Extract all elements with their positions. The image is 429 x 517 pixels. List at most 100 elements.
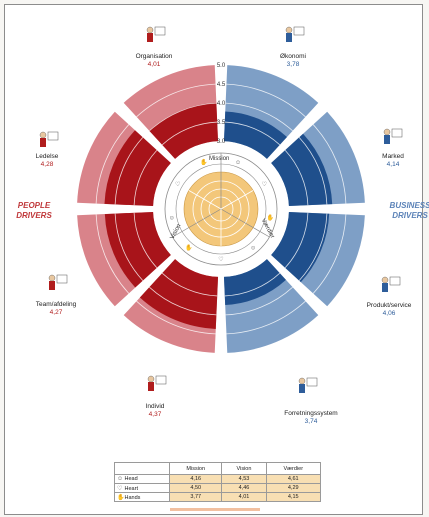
- segment-gridline: [225, 286, 293, 316]
- ring-glyph-icon: ☺: [169, 216, 175, 222]
- core-divider: [188, 190, 222, 210]
- table-cell: 4,15: [265, 492, 322, 502]
- table-row: ✋ Hands 3,77 4,01 4,15: [114, 492, 322, 502]
- segment-label: Marked: [382, 153, 404, 160]
- table-header-cell: Vision: [221, 462, 267, 475]
- table-cell: 4,01: [221, 492, 267, 502]
- segment-gridline: [298, 137, 328, 205]
- segment-gridline: [136, 300, 216, 335]
- row-label-text: Hands: [124, 494, 141, 501]
- segment-gridline: [284, 212, 309, 269]
- segment-value: 4,27: [50, 309, 63, 316]
- segment-bar: [139, 259, 219, 329]
- segment-gridline: [136, 83, 216, 118]
- table-cell: 4,61: [265, 474, 322, 484]
- ring-glyph-icon: ✋: [266, 214, 273, 222]
- business-system-icon: [298, 377, 318, 393]
- segment-value: 3,78: [287, 61, 300, 68]
- segment-gridline: [224, 272, 281, 297]
- segment-label: Team/afdeling: [36, 301, 77, 308]
- ring-glyph-icon: ☺: [235, 160, 241, 166]
- segment-gridline: [225, 102, 293, 132]
- segment-label: Forretningssystem: [284, 410, 337, 417]
- table-cell: 3,77: [168, 492, 223, 502]
- table-cell: 4,53: [221, 474, 267, 484]
- table-header-row: Mission Vision Værdier: [114, 462, 322, 475]
- table-row: ♡ Heart 4,50 4,46 4,29: [114, 483, 322, 493]
- ring-glyph-icon: ♡: [262, 181, 267, 188]
- segment-gridline: [298, 213, 328, 281]
- row-label-text: Heart: [124, 485, 138, 492]
- hands-icon: ✋: [117, 494, 125, 501]
- segment-label: Ledelse: [36, 153, 59, 160]
- segment-value: 4,06: [383, 310, 396, 317]
- table-row-label: ♡ Heart: [114, 483, 170, 493]
- segment-value: 3,74: [305, 418, 318, 425]
- segment-bar: [223, 259, 286, 306]
- segment-gridline: [312, 124, 347, 204]
- segment-gridline: [224, 121, 281, 146]
- segment-value: 4,14: [387, 161, 400, 168]
- core-divider: [172, 208, 222, 238]
- segment-gridline: [114, 137, 144, 205]
- product-service-icon: [381, 276, 401, 292]
- segment-value: 4,37: [149, 411, 162, 418]
- segment-label: Organisation: [136, 53, 173, 60]
- business-drivers-label: DRIVERS: [392, 211, 428, 220]
- individual-icon: [147, 375, 167, 391]
- table-header-cell: Værdier: [265, 462, 322, 475]
- segment-value: 4,01: [148, 61, 161, 68]
- scale-tick-label: 5.0: [217, 63, 226, 69]
- segment-gridline: [133, 149, 158, 206]
- row-label-text: Head: [124, 476, 138, 482]
- core-divider: [220, 208, 270, 238]
- table-cell: 4,29: [265, 483, 322, 493]
- segment-label: Produkt/service: [367, 302, 412, 309]
- scale-tick-label: 4.5: [217, 82, 226, 88]
- ring-glyph-icon: ♡: [175, 181, 180, 188]
- scale-tick-label: 3.0: [217, 139, 226, 145]
- head-icon: ☺: [117, 476, 124, 482]
- scale-tick-label: 3.5: [217, 120, 226, 126]
- segment-gridline: [149, 286, 217, 316]
- inner-ring-label: Mission: [209, 156, 229, 162]
- segment-bar: [104, 211, 171, 288]
- table-cell: 4,50: [168, 483, 223, 493]
- table-cell: 4,46: [221, 483, 267, 493]
- table-header-cell: [114, 462, 170, 475]
- segment-gridline: [284, 149, 309, 206]
- segment-gridline: [95, 214, 130, 294]
- table-cell: 4,16: [168, 474, 223, 484]
- table-header-cell: Mission: [168, 462, 223, 475]
- heart-icon: ♡: [117, 485, 123, 492]
- segment-gridline: [161, 121, 218, 146]
- segment-gridline: [161, 272, 218, 297]
- segment-gridline: [95, 124, 130, 204]
- table-row-label: ☺ Head: [114, 474, 170, 484]
- score-table: Mission Vision Værdier ☺ Head 4,16 4,53 …: [114, 462, 322, 502]
- business-drivers-label: BUSINESS: [390, 201, 429, 210]
- table-row-label: ✋ Hands: [114, 492, 170, 502]
- segment-label: Individ: [146, 403, 165, 410]
- org-chart-icon: [146, 26, 166, 42]
- segment-gridline: [133, 212, 158, 269]
- team-icon: [48, 274, 68, 290]
- scale-tick-label: 4.0: [217, 101, 226, 107]
- segment-gridline: [114, 213, 144, 281]
- segment-bar: [271, 211, 330, 283]
- segment-gridline: [226, 83, 306, 118]
- segment-gridline: [312, 214, 347, 294]
- segment-gridline: [149, 102, 217, 132]
- market-meeting-icon: [383, 128, 403, 144]
- bottom-accent-bar: [170, 508, 260, 511]
- segment-bar: [223, 111, 287, 159]
- ring-glyph-icon: ✋: [200, 158, 207, 166]
- economy-chart-icon: [285, 26, 305, 42]
- ring-glyph-icon: ♡: [218, 256, 223, 263]
- ring-glyph-icon: ✋: [185, 243, 192, 251]
- people-drivers-label: PEOPLE: [18, 201, 51, 210]
- segment-label: Økonomi: [280, 53, 306, 60]
- segment-value: 4,28: [41, 161, 54, 168]
- ring-glyph-icon: ☺: [250, 245, 256, 251]
